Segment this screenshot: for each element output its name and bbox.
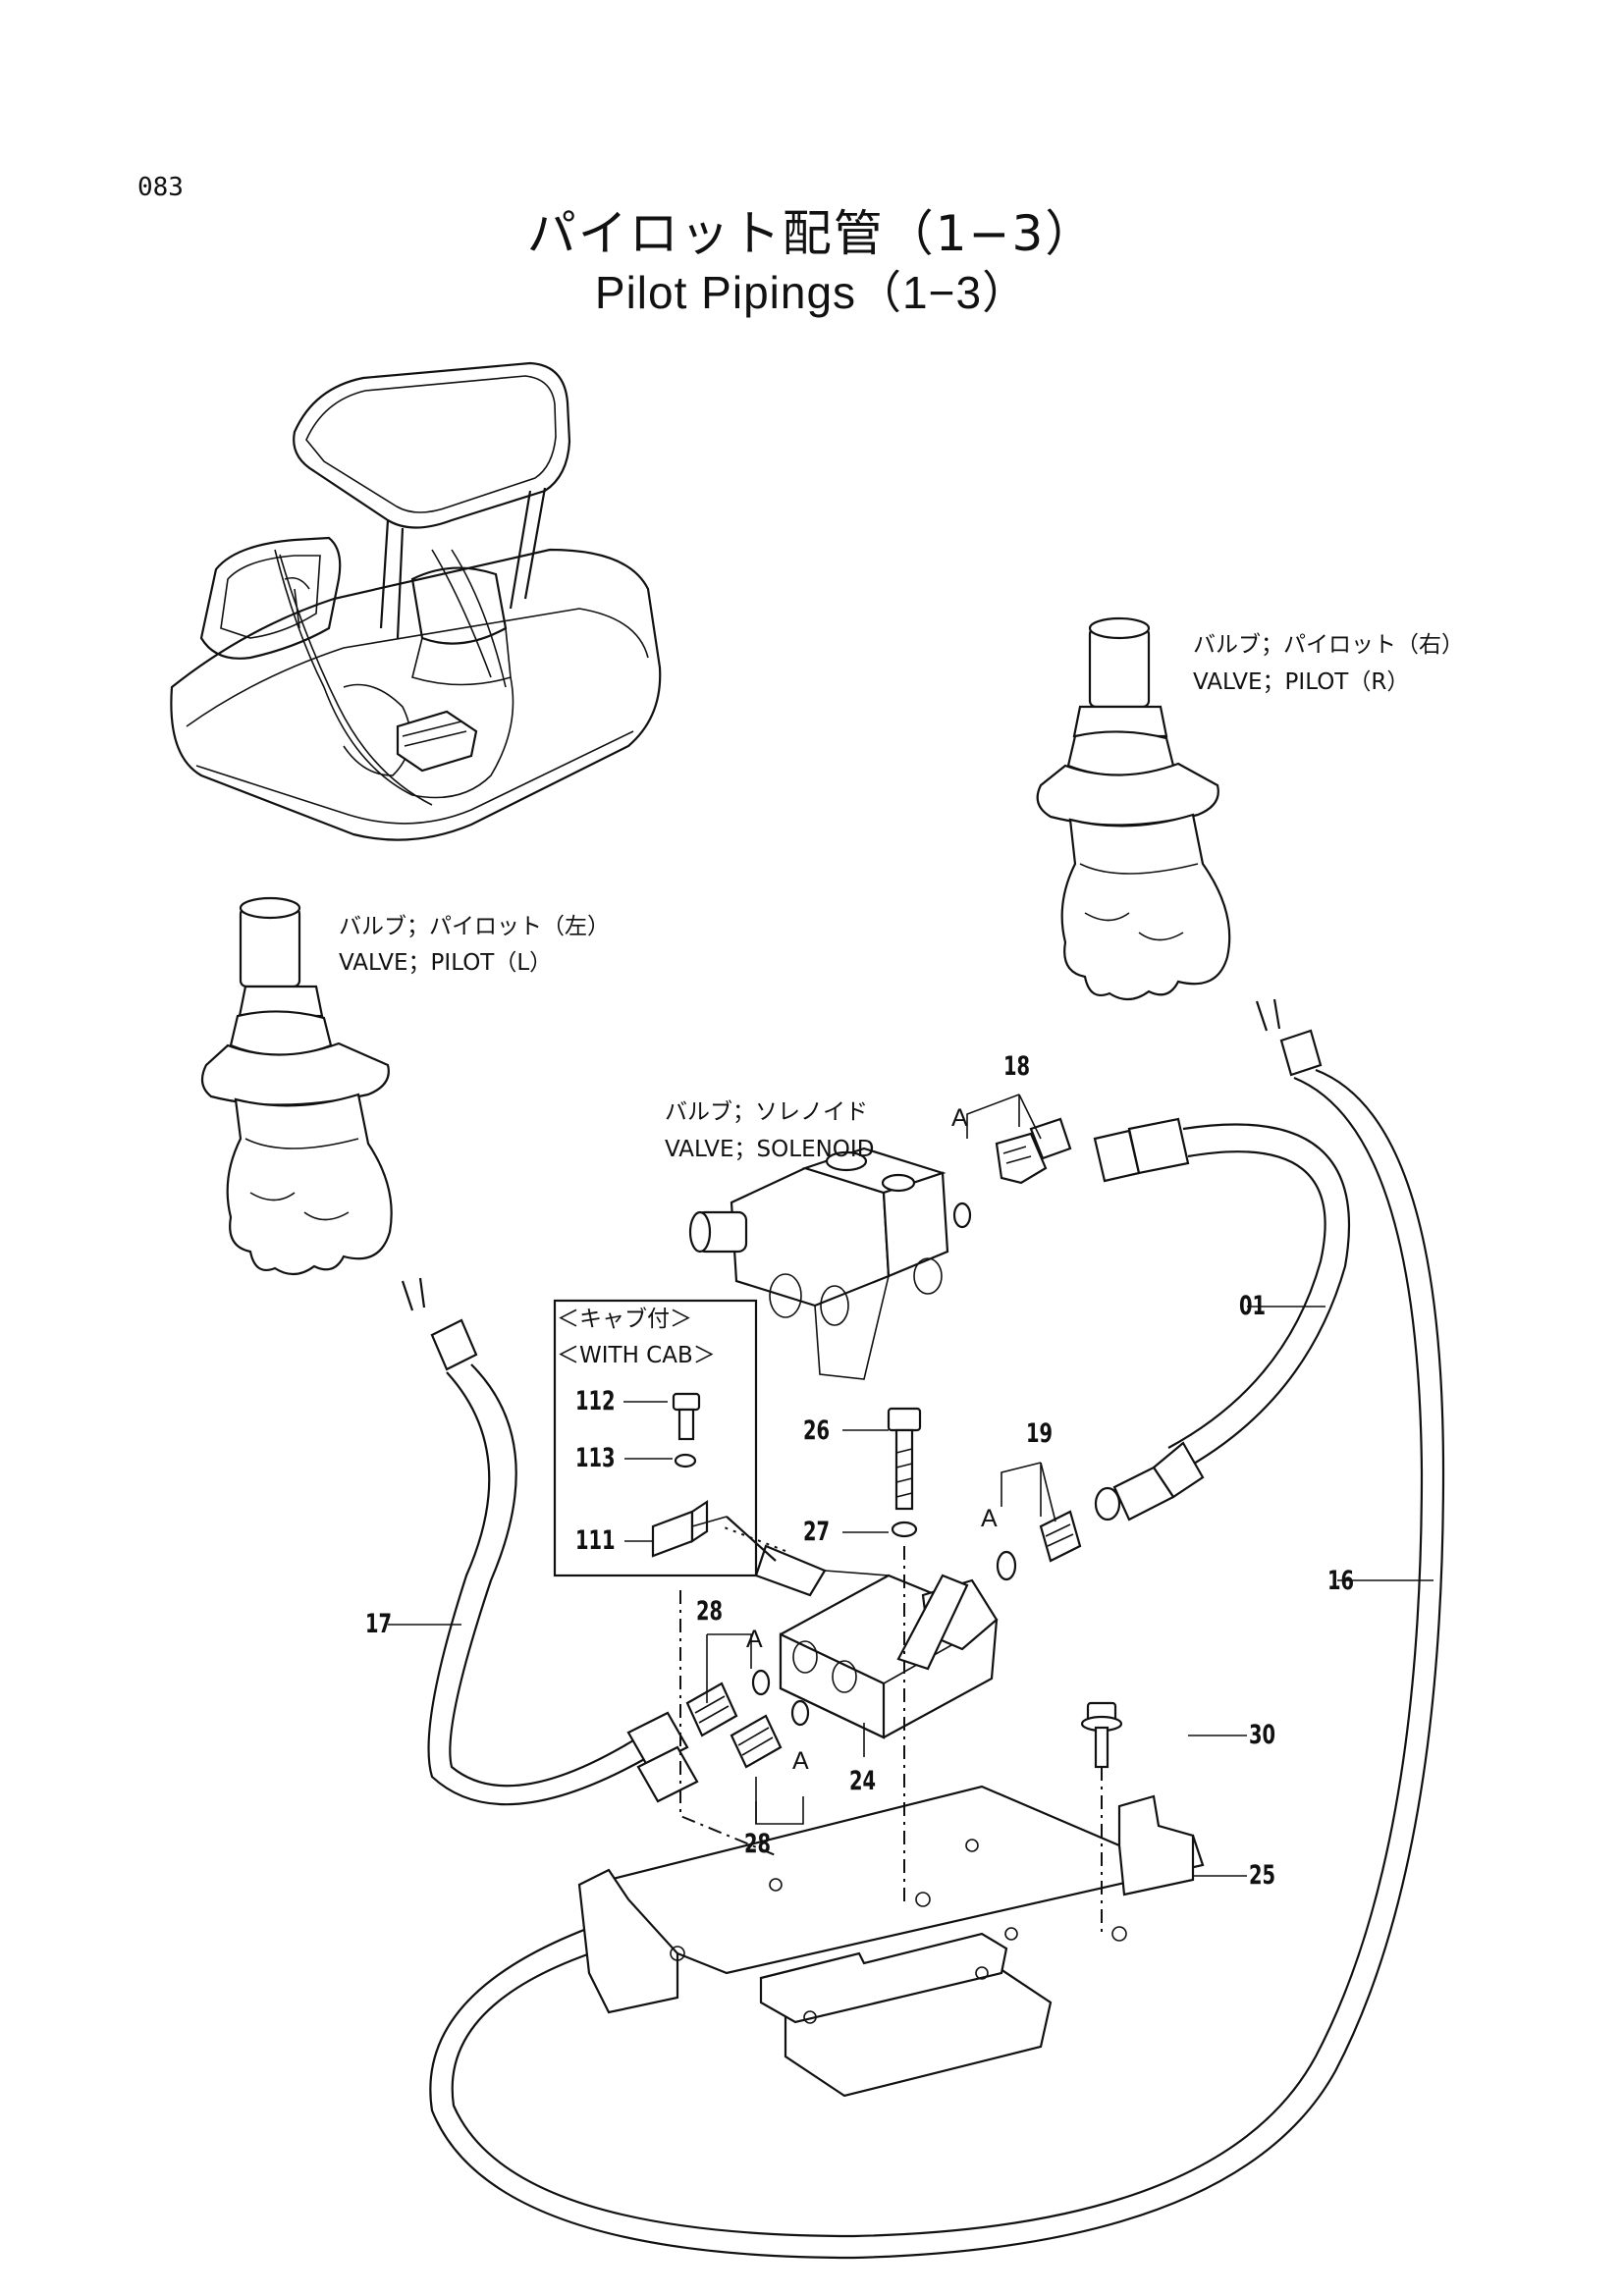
- page-number: 083: [137, 173, 184, 202]
- bolt-30-illustration: [1080, 1701, 1123, 1769]
- part-number-18: 18: [1003, 1051, 1031, 1082]
- label-valve-solenoid-jp: バルブ；ソレノイド: [665, 1099, 868, 1125]
- with-cab-box: [553, 1299, 777, 1577]
- part-number-28-upper: 28: [696, 1596, 724, 1627]
- leader-lines: [388, 1094, 1434, 1877]
- part-number-16: 16: [1327, 1566, 1355, 1596]
- part-number-113: 113: [575, 1443, 616, 1473]
- bracket-25-illustration: [577, 1785, 1205, 2098]
- label-valve-pilot-left-jp: バルブ；パイロット（左）: [339, 914, 610, 939]
- label-with-cab-jp: ＜キャブ付＞: [557, 1307, 692, 1332]
- hose-01-illustration: [1093, 1117, 1350, 1522]
- pilot-valve-left-illustration: [200, 896, 426, 1311]
- page-title-english: Pilot Pipings（1−3）: [594, 267, 1029, 318]
- label-valve-solenoid-en: VALVE；SOLENOID: [665, 1137, 875, 1162]
- part-number-01: 01: [1239, 1291, 1267, 1321]
- connection-mark-a-18: A: [951, 1104, 968, 1132]
- fitting-19-illustration: [996, 1510, 1082, 1581]
- part-number-111: 111: [575, 1525, 616, 1556]
- hose-17-illustration: [427, 1318, 699, 1806]
- part-number-28-lower: 28: [744, 1829, 772, 1859]
- part-number-27: 27: [803, 1517, 831, 1547]
- part-number-112: 112: [575, 1386, 616, 1416]
- machine-overview-illustration: [170, 361, 662, 841]
- label-valve-pilot-right-jp: バルブ；パイロット（右）: [1193, 632, 1464, 658]
- solenoid-valve-illustration: [688, 1147, 949, 1380]
- bolt-26-illustration: [887, 1407, 922, 1538]
- connection-mark-a-28-lower: A: [792, 1747, 809, 1775]
- label-valve-pilot-right-en: VALVE；PILOT（R）: [1193, 669, 1410, 695]
- fitting-18-illustration: [952, 1117, 1072, 1229]
- valve-block-24-illustration: [754, 1544, 999, 1739]
- part-number-26: 26: [803, 1415, 831, 1446]
- part-number-17: 17: [365, 1609, 393, 1639]
- page-title-japanese: パイロット配管（1−3）: [526, 205, 1097, 262]
- part-number-30: 30: [1249, 1720, 1276, 1750]
- connection-mark-a-19: A: [981, 1505, 998, 1532]
- pilot-valve-right-illustration: [1036, 616, 1281, 1032]
- part-number-25: 25: [1249, 1860, 1276, 1891]
- part-number-19: 19: [1026, 1418, 1054, 1449]
- hose-16-illustration: [429, 1029, 1445, 2260]
- connection-mark-a-28-upper: A: [746, 1626, 763, 1653]
- label-valve-pilot-left-en: VALVE；PILOT（L）: [339, 950, 553, 976]
- assembly-center-lines: [679, 1525, 1103, 1934]
- fitting-28-illustration: [685, 1669, 810, 1769]
- part-number-24: 24: [849, 1766, 877, 1796]
- label-with-cab-en: ＜WITH CAB＞: [557, 1343, 716, 1368]
